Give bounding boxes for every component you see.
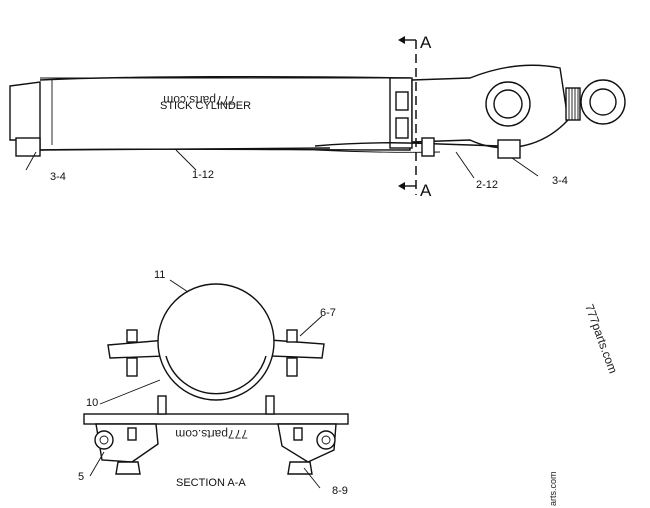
watermark-section: 777parts.com	[175, 427, 248, 441]
section-marker-bottom: A	[420, 181, 432, 200]
callout-10: 10	[86, 397, 98, 409]
clamp-bolt	[395, 91, 409, 111]
bolt-left-top	[126, 329, 138, 343]
clamp-flange-left	[107, 339, 167, 359]
watermark-bottom: arts.com	[548, 471, 558, 506]
cylinder-barrel	[39, 75, 411, 151]
callout-3-4-right: 3-4	[552, 175, 568, 187]
section-marker-top: A	[420, 33, 432, 52]
callout-5: 5	[78, 471, 84, 483]
clamp-bolt	[395, 117, 409, 139]
section-a-a-view: 777parts.com 11 6-7 10 5 8-9 SECTION A-A	[78, 269, 349, 497]
pin-right	[316, 430, 336, 450]
stick-cylinder-view: A A STICK CYLINDER 777parts.com 3-4 1-12…	[9, 33, 626, 200]
line-1-12	[39, 147, 331, 151]
clamp-flange-right	[269, 339, 325, 359]
support-left	[157, 395, 167, 415]
callout-3-4-left: 3-4	[50, 171, 66, 183]
nut-right	[287, 461, 313, 475]
nut-left	[115, 461, 141, 475]
support-right	[265, 395, 275, 415]
callout-8-9: 8-9	[332, 485, 348, 497]
end-fitting	[497, 139, 521, 159]
rod-end-housing	[411, 64, 569, 149]
bolt-right-top	[286, 329, 298, 343]
base-plate	[83, 413, 349, 425]
clamp-band	[165, 355, 267, 395]
clevis-eye	[580, 79, 626, 125]
watermark-top: 777parts.com	[163, 93, 236, 107]
callout-2-12: 2-12	[476, 179, 498, 191]
watermark-right: 777parts.com	[582, 302, 620, 375]
bracket-left	[95, 423, 159, 463]
line-fitting	[421, 137, 435, 157]
callout-1-12: 1-12	[192, 169, 214, 181]
line-2-12	[314, 141, 501, 147]
pin-left	[94, 430, 114, 450]
cylinder-cross-section	[157, 283, 275, 401]
section-title: SECTION A-A	[176, 477, 246, 489]
rod-eye	[485, 81, 531, 127]
bolt-right-bottom	[286, 357, 298, 377]
cylinder-title: STICK CYLINDER	[160, 100, 251, 112]
callout-6-7: 6-7	[320, 307, 336, 319]
bolt-left-bottom	[126, 357, 138, 377]
callout-11: 11	[154, 269, 165, 281]
end-block	[15, 137, 41, 157]
